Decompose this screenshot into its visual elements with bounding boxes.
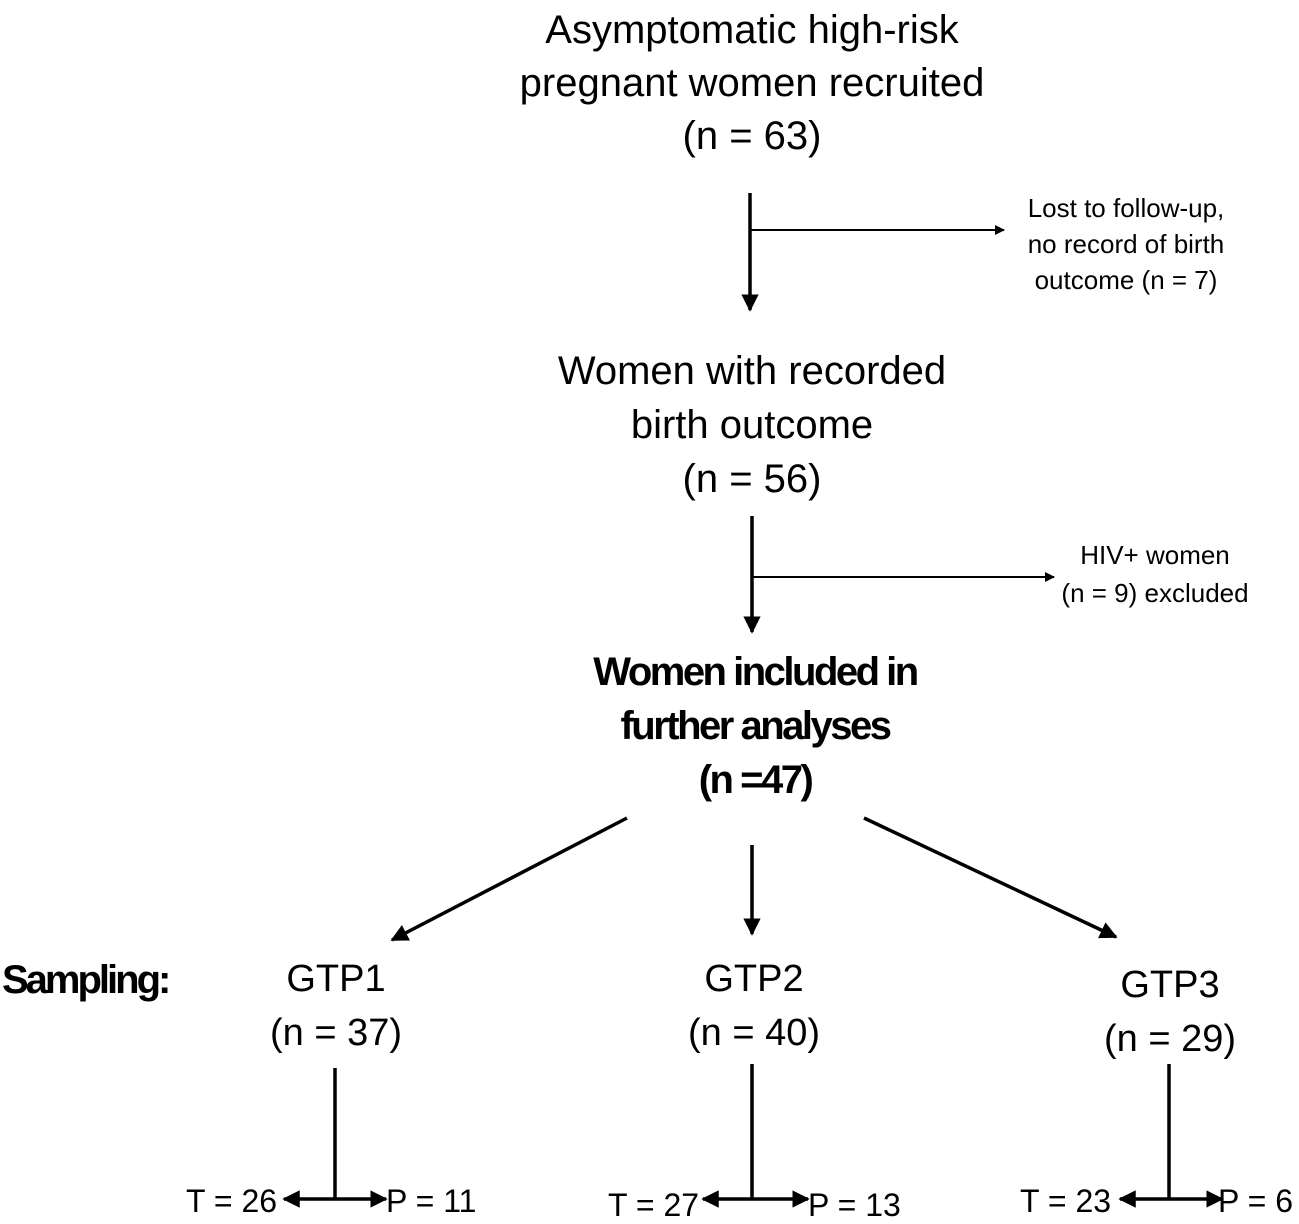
included-count: (n =47) bbox=[698, 758, 814, 802]
recruited-line1: Asymptomatic high-risk bbox=[545, 8, 959, 52]
recruited-line2: pregnant women recruited bbox=[519, 61, 985, 105]
gtp1-p-count: P = 11 bbox=[386, 1183, 477, 1219]
hiv-line1: HIV+ women bbox=[1080, 540, 1230, 570]
gtp2-name: GTP2 bbox=[704, 958, 804, 1000]
arrow-to-gtp1 bbox=[390, 816, 628, 942]
gtp3-t-count: T = 23 bbox=[1020, 1183, 1112, 1219]
recruited-box: Asymptomatic high-risk pregnant women re… bbox=[452, 4, 1052, 163]
arrow-to-gtp3 bbox=[863, 816, 1118, 939]
recorded-line1: Women with recorded bbox=[557, 349, 947, 393]
included-box: Women included in further analyses (n =4… bbox=[455, 645, 1055, 807]
recorded-count: (n = 56) bbox=[682, 457, 822, 501]
recruited-count: (n = 63) bbox=[682, 114, 822, 158]
gtp1-box: GTP1 (n = 37) bbox=[186, 952, 486, 1060]
included-line2: further analyses bbox=[620, 704, 892, 748]
lost-to-follow-up-box: Lost to follow-up, no record of birth ou… bbox=[966, 190, 1286, 298]
gtp3-count: (n = 29) bbox=[1103, 1018, 1237, 1060]
hiv-excluded-box: HIV+ women (n = 9) excluded bbox=[1010, 536, 1299, 612]
gtp1-t-count: T = 26 bbox=[186, 1183, 278, 1219]
gtp3-name: GTP3 bbox=[1120, 964, 1220, 1006]
recorded-line2: birth outcome bbox=[630, 403, 874, 447]
recorded-outcome-box: Women with recorded birth outcome (n = 5… bbox=[452, 344, 1052, 506]
gtp2-box: GTP2 (n = 40) bbox=[604, 952, 904, 1060]
gtp2-p-count: P = 13 bbox=[808, 1187, 901, 1223]
gtp2-t-count: T = 27 bbox=[608, 1187, 700, 1223]
lost-line1: Lost to follow-up, bbox=[1027, 193, 1225, 223]
gtp2-count: (n = 40) bbox=[687, 1012, 821, 1054]
lost-line3: outcome (n = 7) bbox=[1034, 265, 1218, 295]
gtp3-p-count: P = 6 bbox=[1218, 1183, 1294, 1219]
gtp1-count: (n = 37) bbox=[269, 1012, 403, 1054]
gtp1-name: GTP1 bbox=[286, 958, 386, 1000]
gtp3-box: GTP3 (n = 29) bbox=[1020, 958, 1299, 1066]
sampling-label: Sampling: bbox=[2, 958, 171, 1002]
lost-line2: no record of birth bbox=[1027, 229, 1225, 259]
hiv-line2: (n = 9) excluded bbox=[1061, 578, 1249, 608]
included-line1: Women included in bbox=[593, 650, 919, 694]
